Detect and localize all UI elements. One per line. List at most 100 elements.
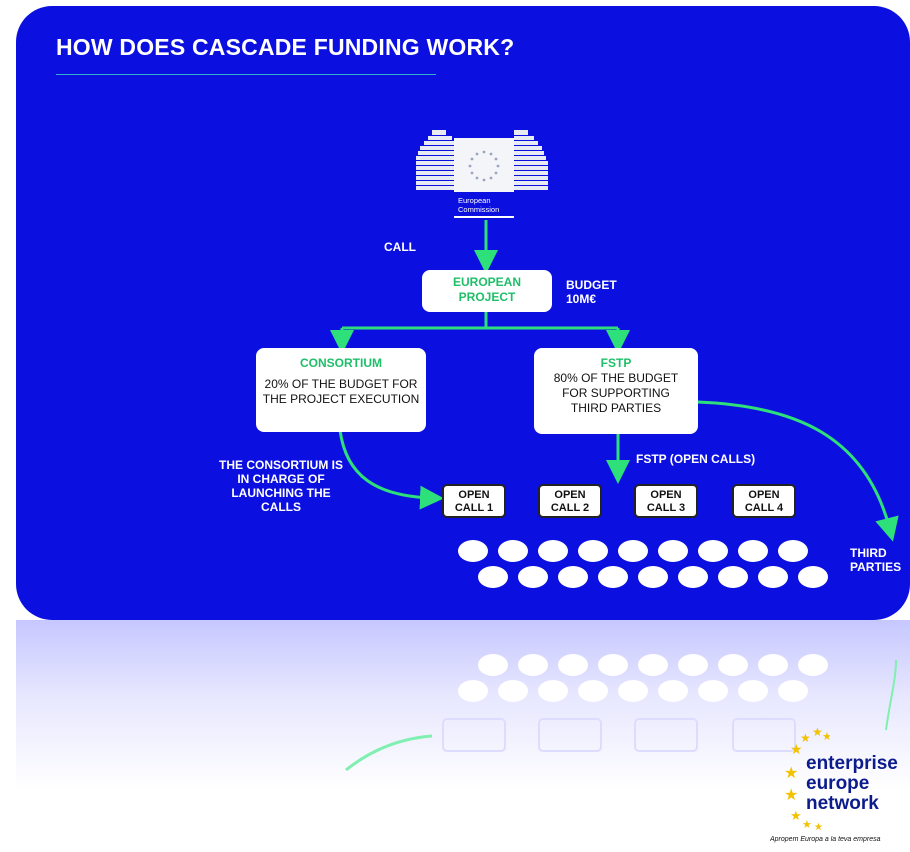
svg-text:★: ★: [812, 725, 823, 739]
reflection-dot: [658, 680, 688, 702]
reflection-dot: [678, 654, 708, 676]
reflection-dot: [618, 680, 648, 702]
consortium-line-2: THE PROJECT EXECUTION: [262, 392, 420, 406]
third-party-dot: [778, 540, 808, 562]
een-line-2: europe: [806, 773, 870, 794]
third-party-dot: [498, 540, 528, 562]
open-call-2-line-2: CALL 2: [550, 502, 590, 514]
een-tagline: Apropem Europa a la teva empresa: [770, 836, 881, 843]
third-parties-label: THIRD PARTIES: [850, 546, 901, 574]
reflection-dot: [538, 680, 568, 702]
open-call-4-line-1: OPEN: [748, 489, 780, 501]
third-party-dot: [458, 540, 488, 562]
fstp-line-2: FOR SUPPORTING: [562, 386, 670, 400]
third-party-dot: [598, 566, 628, 588]
consortium-launch-arrow: [338, 429, 444, 510]
open-call-2-line-1: OPEN: [554, 489, 586, 501]
slide: HOW DOES CASCADE FUNDING WORK?: [16, 6, 910, 620]
consortium-note-line-2: IN CHARGE OF: [237, 472, 325, 486]
commission-line-2: Commission: [458, 205, 499, 214]
commission-line-1: European: [458, 196, 491, 205]
star-arc-icon: ★ ★ ★ ★ ★ ★ ★ ★ ★: [784, 725, 830, 833]
flow-connectors: [330, 220, 899, 542]
svg-text:★: ★: [790, 742, 803, 758]
third-party-dot: [578, 540, 608, 562]
reflection-dot: [758, 654, 788, 676]
fstp-head: FSTP: [600, 356, 632, 370]
open-call-2: OPEN CALL 2: [538, 484, 602, 518]
budget-label: BUDGET 10M€: [566, 278, 617, 306]
open-call-1-line-2: CALL 1: [454, 502, 494, 514]
open-call-4-line-2: CALL 4: [744, 502, 784, 514]
svg-text:★: ★: [784, 763, 798, 782]
reflection-open-call: [442, 718, 506, 752]
third-parties-line-1: THIRD: [850, 546, 887, 560]
consortium-box: CONSORTIUM 20% OF THE BUDGET FOR THE PRO…: [256, 348, 426, 432]
european-commission-logo: European Commission: [414, 130, 554, 220]
open-call-4: OPEN CALL 4: [732, 484, 796, 518]
third-party-dot: [558, 566, 588, 588]
reflection-dot: [738, 680, 768, 702]
consortium-note: THE CONSORTIUM IS IN CHARGE OF LAUNCHING…: [206, 458, 356, 514]
reflection-arrow: [345, 659, 897, 772]
svg-text:★: ★: [800, 731, 811, 745]
page-title: HOW DOES CASCADE FUNDING WORK?: [56, 34, 515, 60]
open-call-3: OPEN CALL 3: [634, 484, 698, 518]
budget-line-2: 10M€: [566, 292, 597, 306]
reflection-dot: [558, 654, 588, 676]
reflection-open-call: [732, 718, 796, 752]
european-project-line-1: EUROPEAN: [452, 275, 521, 289]
title-underline: [56, 74, 436, 75]
fstp-line-1: 80% OF THE BUDGET: [553, 371, 679, 385]
svg-text:★: ★: [822, 730, 830, 743]
third-parties-line-2: PARTIES: [850, 560, 902, 574]
reflection-open-call: [634, 718, 698, 752]
consortium-head: CONSORTIUM: [300, 356, 382, 370]
third-party-dot: [738, 540, 768, 562]
open-call-3-line-2: CALL 3: [646, 502, 686, 514]
reflection-dot: [498, 680, 528, 702]
svg-text:★: ★: [814, 822, 823, 833]
third-party-dot: [478, 566, 508, 588]
reflection-dot: [518, 654, 548, 676]
third-party-dot: [678, 566, 708, 588]
third-party-dot: [618, 540, 648, 562]
third-party-dot: [758, 566, 788, 588]
svg-text:★: ★: [790, 809, 802, 824]
consortium-note-line-1: THE CONSORTIUM IS: [218, 458, 343, 472]
third-party-dot: [718, 566, 748, 588]
third-party-dot: [658, 540, 688, 562]
enterprise-europe-network-logo: ★ ★ ★ ★ ★ ★ ★ ★ ★ enterprise europe netw…: [770, 720, 910, 840]
reflection-open-call: [538, 718, 602, 752]
open-call-1-line-1: OPEN: [458, 489, 490, 501]
slide-reflection: [16, 620, 910, 790]
third-party-dot: [638, 566, 668, 588]
een-line-3: network: [806, 793, 879, 814]
reflection-dot: [578, 680, 608, 702]
reflection-dot: [478, 654, 508, 676]
reflection-dot: [798, 654, 828, 676]
svg-text:★: ★: [784, 785, 798, 804]
reflection-dot: [718, 654, 748, 676]
fstp-box: FSTP 80% OF THE BUDGET FOR SUPPORTING TH…: [534, 348, 698, 434]
reflection-dot: [698, 680, 728, 702]
consortium-note-line-3: LAUNCHING THE: [231, 486, 331, 500]
reflection-dot: [778, 680, 808, 702]
third-party-dot: [798, 566, 828, 588]
fstp-open-calls-label: FSTP (OPEN CALLS): [636, 452, 756, 466]
third-parties-arrow: [697, 400, 899, 542]
consortium-note-line-4: CALLS: [261, 500, 301, 514]
budget-line-1: BUDGET: [566, 278, 617, 292]
svg-text:★: ★: [802, 818, 812, 831]
european-project-line-2: PROJECT: [458, 290, 516, 304]
third-party-dot: [698, 540, 728, 562]
third-party-dot: [538, 540, 568, 562]
een-line-1: enterprise: [806, 753, 898, 774]
open-call-1: OPEN CALL 1: [442, 484, 506, 518]
reflection-dot: [458, 680, 488, 702]
open-call-3-line-1: OPEN: [650, 489, 682, 501]
fstp-line-3: THIRD PARTIES: [570, 401, 662, 415]
european-project-box: EUROPEAN PROJECT: [422, 270, 552, 312]
third-party-dot: [518, 566, 548, 588]
reflection-dot: [638, 654, 668, 676]
